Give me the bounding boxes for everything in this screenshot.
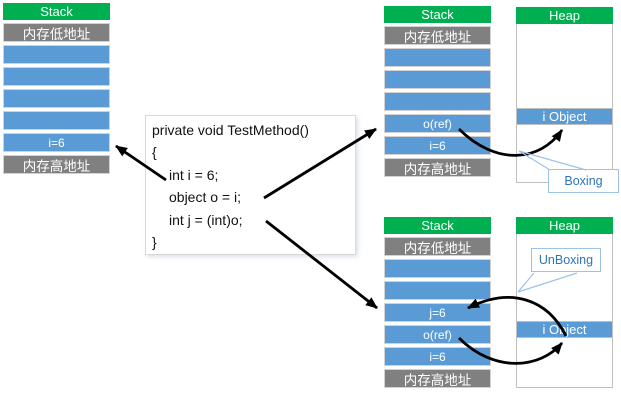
row-i-value: i=6 — [384, 347, 491, 366]
stack-header: Stack — [384, 217, 491, 234]
row-o-ref: o(ref) — [384, 325, 491, 344]
stack-header: Stack — [3, 3, 110, 20]
code-line: { — [152, 144, 157, 161]
heap-object-row: i Object — [516, 108, 613, 125]
heap-table-unboxing: Heap i Object — [516, 217, 613, 388]
row-o-ref: o(ref) — [384, 114, 491, 133]
code-line: int i = 6; — [169, 166, 219, 183]
code-line: } — [152, 233, 157, 250]
row-mem-high-address: 内存高地址 — [384, 158, 491, 177]
code-line: int j = (int)o; — [169, 211, 243, 228]
row-mem-low-address: 内存低地址 — [3, 23, 110, 42]
code-snippet: private void TestMethod() { int i = 6; o… — [145, 115, 356, 255]
boxing-callout: Boxing — [548, 169, 619, 193]
row-empty — [3, 111, 110, 130]
stack-table-initial: Stack 内存低地址 i=6 内存高地址 — [3, 3, 110, 174]
heap-object-row: i Object — [516, 321, 613, 338]
code-line: object o = i; — [169, 189, 241, 206]
row-j-value: j=6 — [384, 303, 491, 322]
row-i-value: i=6 — [384, 136, 491, 155]
row-empty — [3, 89, 110, 108]
row-mem-low-address: 内存低地址 — [384, 26, 491, 45]
row-empty — [384, 281, 491, 300]
stack-table-boxing: Stack 内存低地址 o(ref) i=6 内存高地址 — [384, 6, 491, 177]
stack-table-unboxing: Stack 内存低地址 j=6 o(ref) i=6 内存高地址 — [384, 217, 491, 388]
heap-table-boxing: Heap i Object — [516, 7, 613, 183]
heap-header: Heap — [516, 217, 613, 234]
heap-header: Heap — [516, 7, 613, 24]
row-empty — [384, 70, 491, 89]
row-empty — [3, 67, 110, 86]
code-line: private void TestMethod() — [152, 122, 309, 138]
row-i-value: i=6 — [3, 133, 110, 152]
row-mem-high-address: 内存高地址 — [384, 369, 491, 388]
row-empty — [3, 45, 110, 64]
row-mem-low-address: 内存低地址 — [384, 237, 491, 256]
row-empty — [384, 92, 491, 111]
stack-header: Stack — [384, 6, 491, 23]
row-mem-high-address: 内存高地址 — [3, 155, 110, 174]
unboxing-callout: UnBoxing — [531, 248, 601, 272]
row-empty — [384, 259, 491, 278]
row-empty — [384, 48, 491, 67]
